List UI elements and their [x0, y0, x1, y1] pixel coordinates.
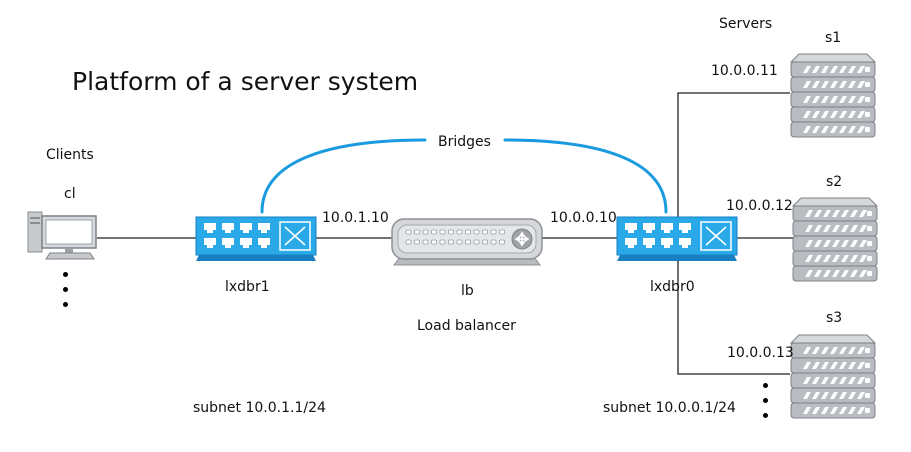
server-s2-name: s2 [826, 174, 843, 190]
ip-left-link-label: 10.0.1.10 [322, 210, 389, 226]
clients-label: Clients [46, 147, 94, 163]
server-s1-ip: 10.0.0.11 [711, 63, 778, 79]
diagram-title: Platform of a server system [72, 67, 419, 96]
bridges-label: Bridges [438, 134, 491, 150]
server-s3-ip: 10.0.0.13 [727, 345, 794, 361]
bridges-arc-left [260, 138, 427, 214]
lb-name-label: lb [461, 283, 474, 299]
router-icon [391, 218, 543, 266]
server-s2-ip: 10.0.0.12 [726, 198, 793, 214]
bridges-arc-right [503, 138, 668, 214]
client-node-label: cl [64, 186, 76, 202]
connection-lines [97, 92, 793, 375]
server-s1-name: s1 [825, 30, 842, 46]
bridges-arc [260, 138, 668, 214]
lb-desc-label: Load balancer [417, 318, 516, 334]
bridge-right-label: lxdbr0 [650, 279, 695, 295]
servers-label: Servers [719, 16, 773, 32]
rack-server-icon [789, 53, 877, 138]
rack-server-icon [791, 197, 879, 282]
desktop-computer-icon [27, 211, 97, 260]
network-switch-icon [616, 216, 738, 261]
server-s3-name: s3 [826, 310, 843, 326]
link-lxdbr0-s1 [677, 92, 790, 218]
ip-right-link-label: 10.0.0.10 [550, 210, 617, 226]
subnet-right-label: subnet 10.0.0.1/24 [603, 400, 736, 416]
link-lxdbr0-s3 [677, 258, 790, 375]
rack-server-icon [789, 334, 877, 419]
network-switch-icon [195, 216, 317, 261]
subnet-left-label: subnet 10.0.1.1/24 [193, 400, 326, 416]
bridge-left-label: lxdbr1 [225, 279, 270, 295]
